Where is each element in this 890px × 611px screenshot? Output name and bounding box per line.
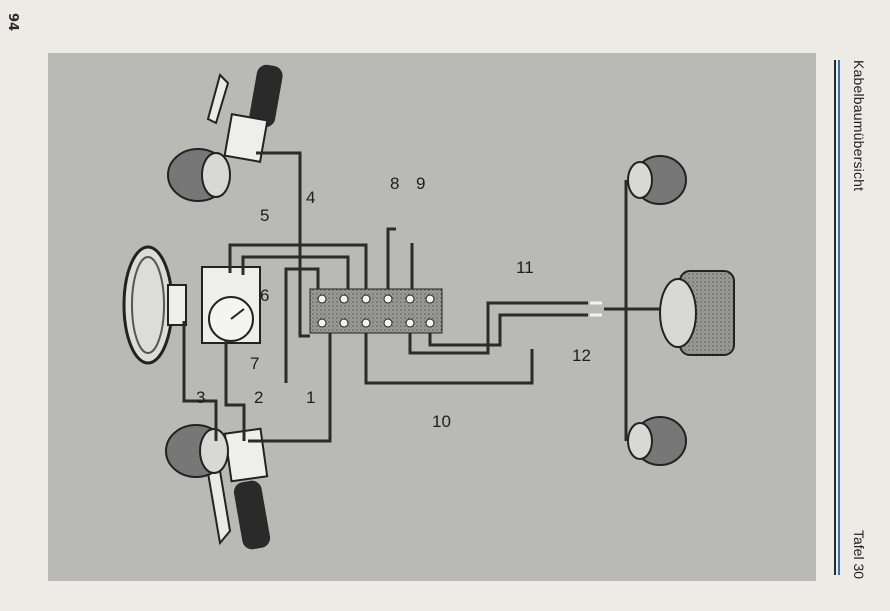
turn-signal-icon bbox=[167, 148, 231, 202]
wire-5 bbox=[228, 243, 368, 289]
label-12: 12 bbox=[572, 346, 591, 365]
label-6: 6 bbox=[260, 286, 269, 305]
label-7: 7 bbox=[250, 354, 259, 373]
wire-gap bbox=[590, 301, 602, 317]
label-4: 4 bbox=[306, 188, 315, 207]
page-number: 94 bbox=[5, 12, 20, 32]
label-5: 5 bbox=[260, 206, 269, 225]
label-9: 9 bbox=[416, 174, 425, 193]
wire-12 bbox=[604, 180, 660, 441]
headlight-icon bbox=[122, 245, 187, 365]
turn-signal-icon bbox=[165, 424, 229, 478]
turn-signal-icon bbox=[627, 155, 687, 205]
wire-2 bbox=[224, 341, 246, 441]
speedometer-icon bbox=[201, 266, 261, 344]
label-3: 3 bbox=[196, 388, 205, 407]
turn-signal-icon bbox=[627, 416, 687, 466]
section-title: Kabelbaumübersicht bbox=[851, 60, 867, 192]
handlebar-grip-icon bbox=[206, 64, 283, 163]
wire-11 bbox=[408, 301, 588, 355]
side-rule bbox=[834, 60, 836, 575]
handlebar-grip-icon bbox=[206, 427, 271, 550]
wire-7 bbox=[284, 267, 320, 383]
wire-11b bbox=[428, 313, 588, 347]
wire-3 bbox=[182, 321, 218, 441]
plate-label: Tafel 30 bbox=[851, 530, 867, 580]
label-1: 1 bbox=[306, 388, 315, 407]
wire-10 bbox=[364, 333, 534, 385]
label-8: 8 bbox=[390, 174, 399, 193]
wire-8 bbox=[386, 227, 396, 289]
wire-1 bbox=[248, 333, 332, 443]
label-2: 2 bbox=[254, 388, 263, 407]
label-11: 11 bbox=[516, 258, 534, 277]
tail-light-icon bbox=[659, 270, 735, 356]
connector-block-icon bbox=[309, 288, 443, 334]
wire-6 bbox=[241, 255, 350, 289]
side-rule-blue bbox=[838, 60, 840, 575]
wiring-diagram: 4 5 6 7 8 9 1 2 3 10 11 12 bbox=[122, 64, 735, 550]
label-10: 10 bbox=[432, 412, 451, 431]
